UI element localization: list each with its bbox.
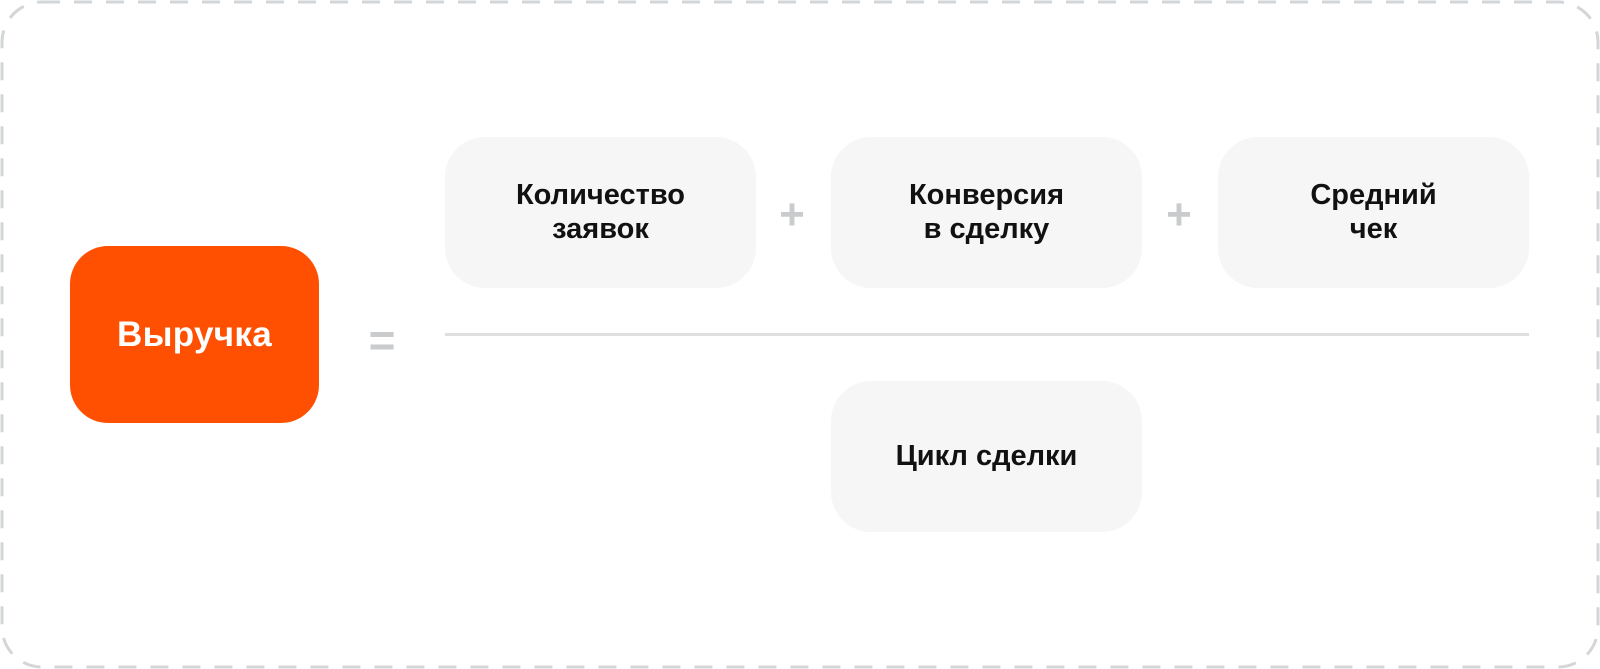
fraction-divider xyxy=(445,333,1529,336)
deal-cycle-label: Цикл сделки xyxy=(895,439,1078,472)
deal-cycle-box: Цикл сделки xyxy=(831,381,1142,532)
leads-count-box: Количество заявок xyxy=(445,137,756,288)
leads-count-label: Количество заявок xyxy=(515,178,685,245)
plus-sign-2: + xyxy=(1166,190,1192,239)
average-check-label: Средний чек xyxy=(1310,178,1437,245)
conversion-box: Конверсия в сделку xyxy=(831,137,1142,288)
revenue-label: Выручка xyxy=(117,314,272,354)
average-check-box: Средний чек xyxy=(1218,137,1529,288)
revenue-box: Выручка xyxy=(70,246,319,423)
plus-sign-1: + xyxy=(779,190,805,239)
equals-sign: = xyxy=(368,314,396,366)
conversion-label: Конверсия в сделку xyxy=(908,178,1065,245)
